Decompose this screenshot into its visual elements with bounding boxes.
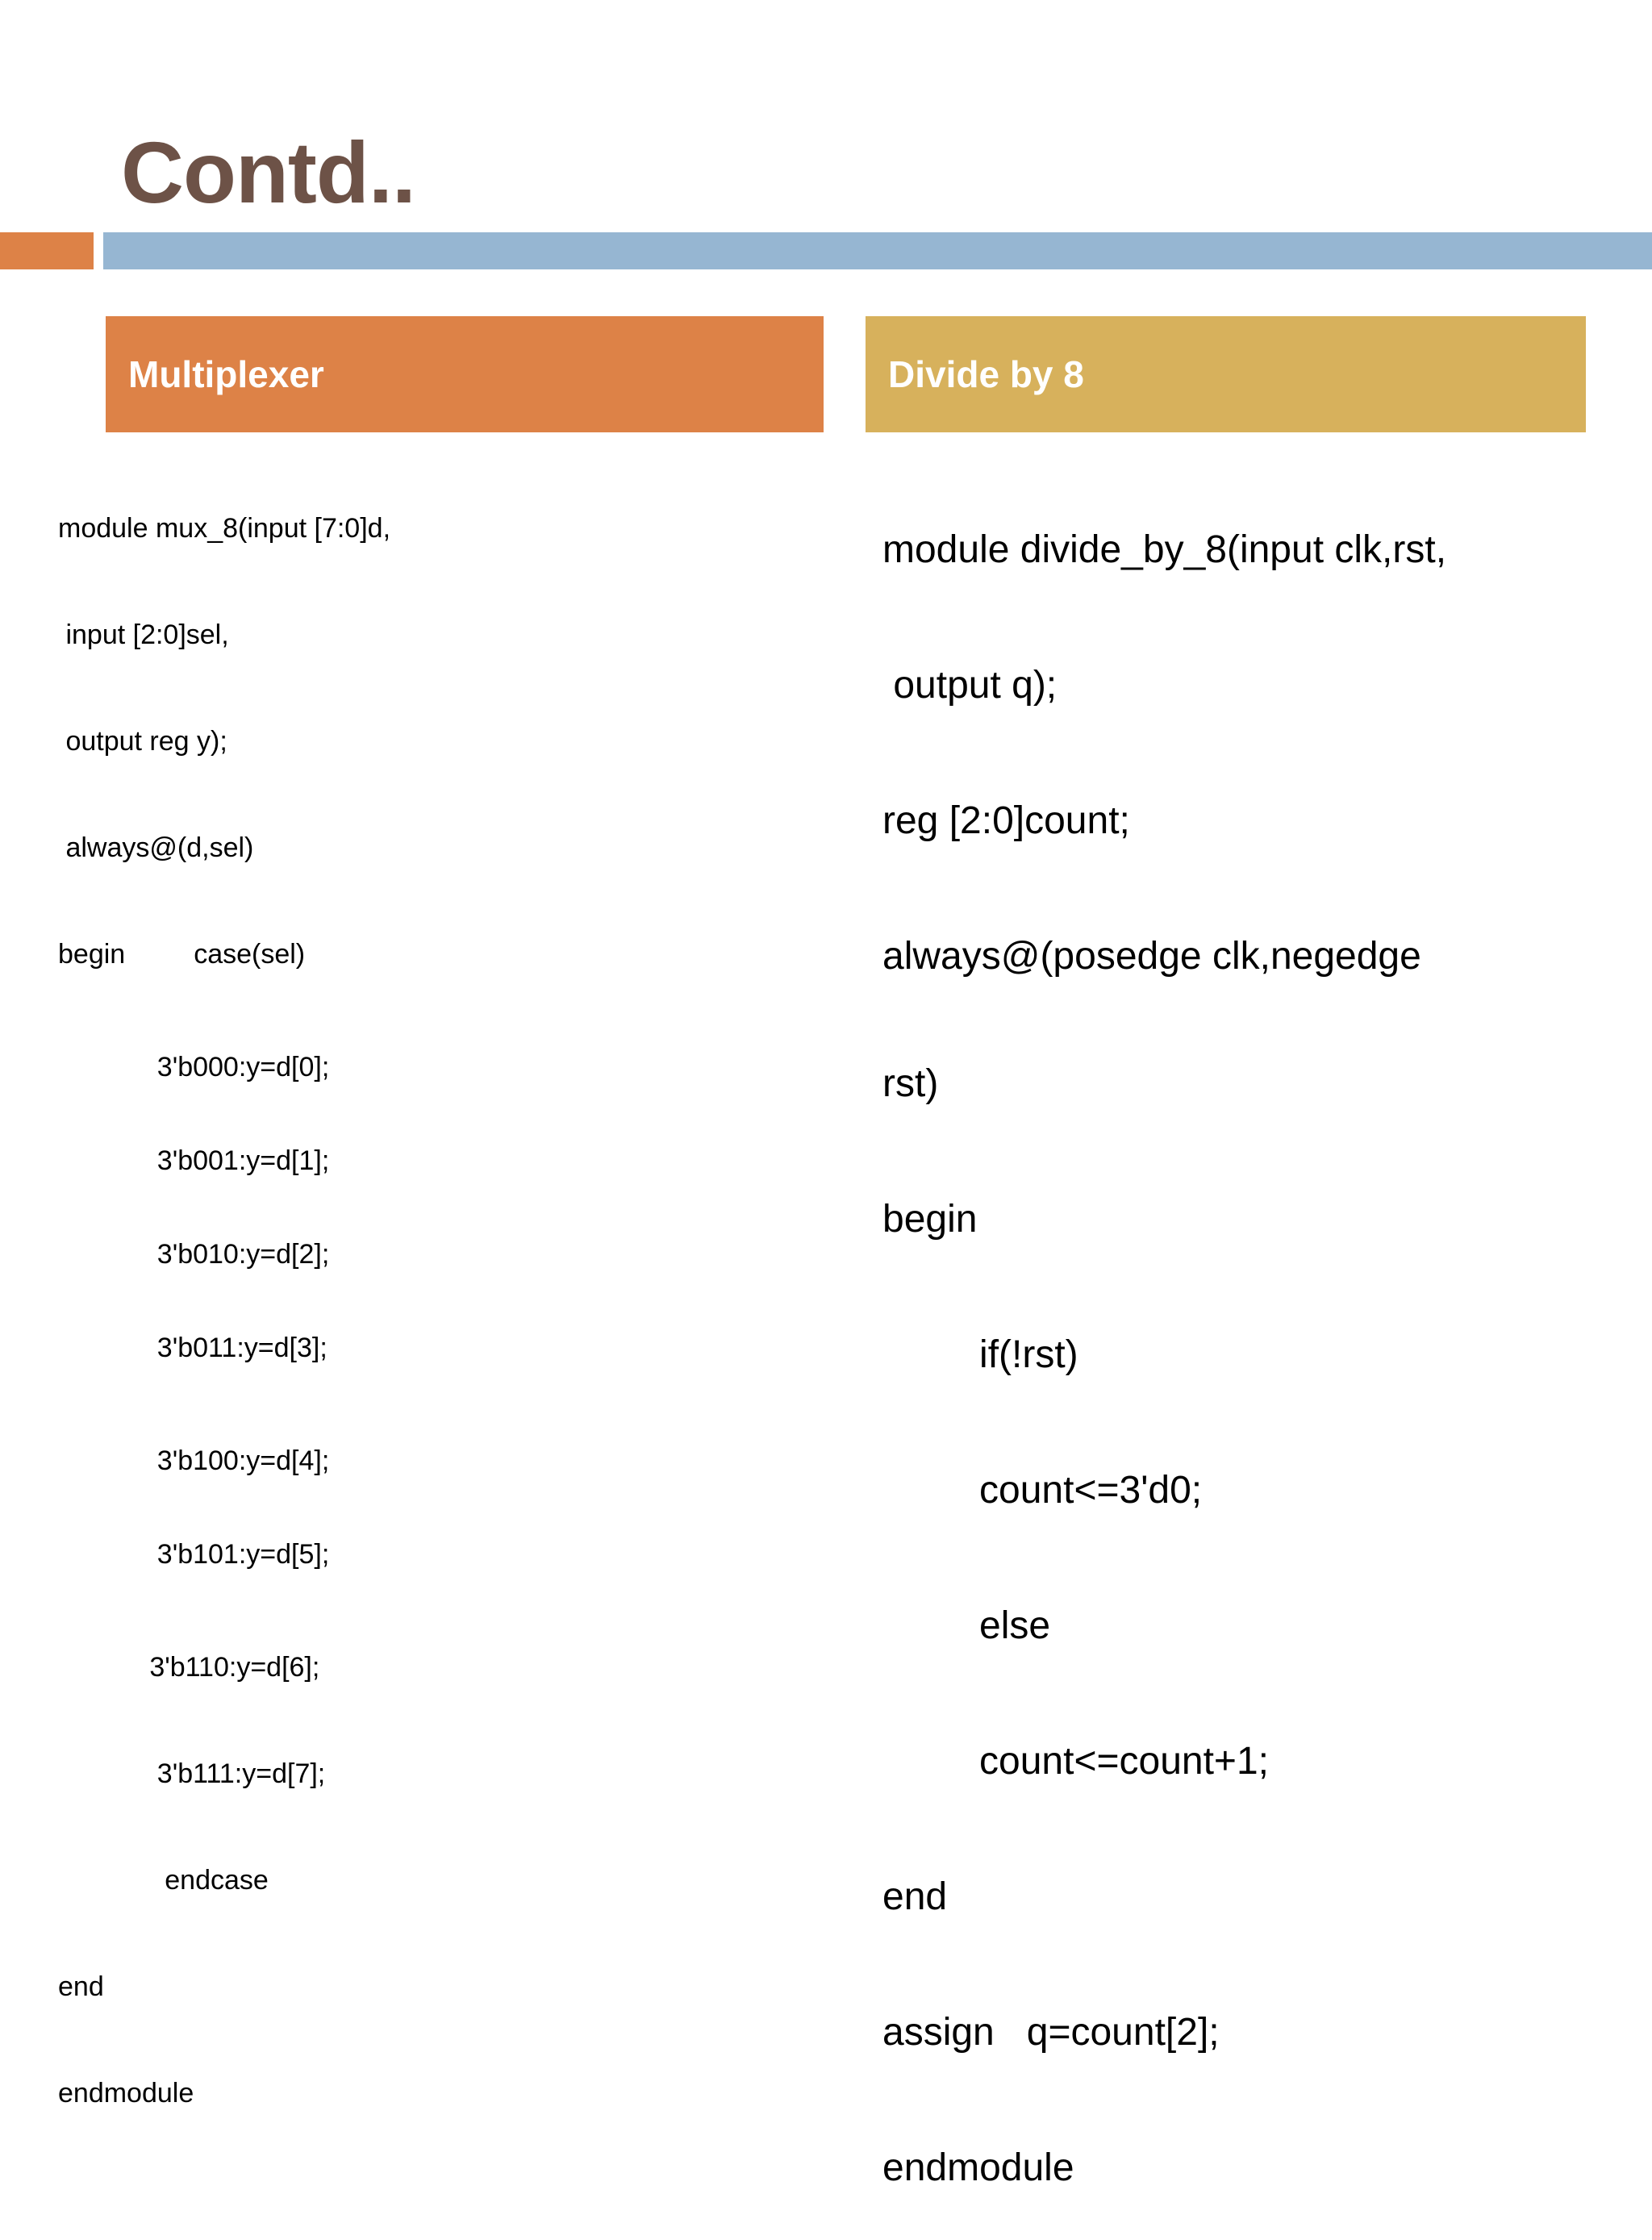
code-line: output q); <box>882 664 1058 707</box>
code-line: reg [2:0]count; <box>882 799 1130 842</box>
code-line: 3'b111:y=d[7]; <box>58 1758 326 1789</box>
code-line: assign q=count[2]; <box>882 2011 1220 2054</box>
code-line: 3'b010:y=d[2]; <box>58 1239 330 1270</box>
code-line: begin <box>882 1198 978 1241</box>
code-line: 3'b110:y=d[6]; <box>58 1652 320 1683</box>
code-line: if(!rst) <box>882 1333 1078 1376</box>
code-line: rst) <box>882 1062 939 1105</box>
code-line: begin case(sel) <box>58 939 306 970</box>
title-rule-bar <box>103 232 1652 269</box>
title-accent-bar <box>0 232 94 269</box>
code-line: module mux_8(input [7:0]d, <box>58 513 391 544</box>
code-line: 3'b101:y=d[5]; <box>58 1539 330 1570</box>
code-line: endmodule <box>58 2078 194 2109</box>
code-line: end <box>882 1875 948 1918</box>
code-line: always@(posedge clk,negedge <box>882 935 1421 978</box>
code-line: output reg y); <box>58 726 227 757</box>
divide-by-8-code-block: module divide_by_8(input clk,rst, output… <box>882 442 1608 2240</box>
code-line: endmodule <box>882 2146 1074 2189</box>
code-line: endcase <box>58 1865 269 1896</box>
code-line: always@(d,sel) <box>58 832 254 863</box>
code-line: 3'b011:y=d[3]; <box>58 1333 327 1363</box>
multiplexer-code-block: module mux_8(input [7:0]d, input [2:0]se… <box>58 452 832 2154</box>
divide-by-8-header-label: Divide by 8 <box>888 353 1084 395</box>
multiplexer-header-label: Multiplexer <box>128 353 324 395</box>
code-line: else <box>882 1604 1051 1647</box>
multiplexer-header-box: Multiplexer <box>106 316 824 432</box>
page-title: Contd.. <box>121 123 416 221</box>
code-line: end <box>58 1971 104 2002</box>
code-line: module divide_by_8(input clk,rst, <box>882 528 1447 571</box>
code-line: 3'b100:y=d[4]; <box>58 1445 330 1476</box>
code-line: 3'b000:y=d[0]; <box>58 1052 330 1082</box>
code-line: count<=3'd0; <box>882 1469 1203 1512</box>
code-line: 3'b001:y=d[1]; <box>58 1145 330 1176</box>
code-line: count<=count+1; <box>882 1740 1269 1783</box>
code-line: input [2:0]sel, <box>58 619 229 650</box>
divide-by-8-header-box: Divide by 8 <box>866 316 1586 432</box>
